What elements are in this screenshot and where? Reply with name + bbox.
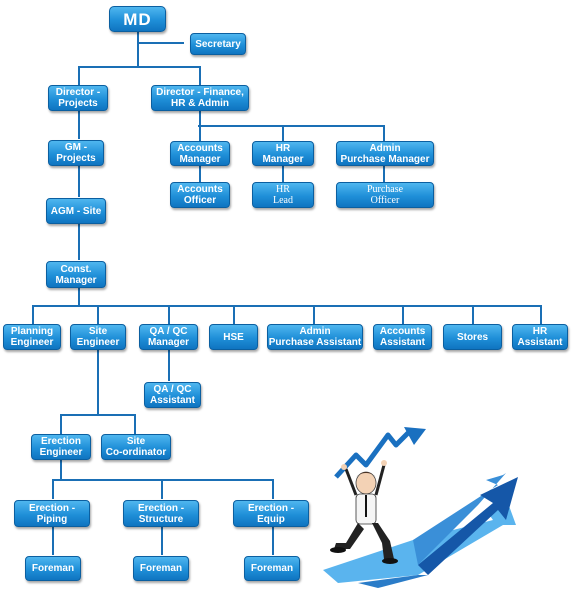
connector bbox=[78, 111, 80, 139]
connector bbox=[60, 414, 136, 416]
connector bbox=[282, 125, 284, 141]
node-foreman-2: Foreman bbox=[133, 556, 189, 581]
connector bbox=[161, 527, 163, 555]
connector bbox=[383, 166, 385, 182]
connector bbox=[60, 414, 62, 434]
connector bbox=[272, 479, 274, 499]
connector bbox=[138, 42, 184, 44]
node-const-manager: Const. Manager bbox=[46, 261, 106, 288]
businessman-icon bbox=[330, 460, 398, 564]
node-site-coordinator: Site Co-ordinator bbox=[101, 434, 171, 460]
node-foreman-3: Foreman bbox=[244, 556, 300, 581]
connector bbox=[168, 305, 170, 324]
connector bbox=[383, 125, 385, 141]
connector bbox=[78, 166, 80, 197]
connector bbox=[79, 66, 200, 68]
node-secretary: Secretary bbox=[190, 33, 246, 55]
connector bbox=[168, 350, 170, 381]
node-site-engineer: Site Engineer bbox=[70, 324, 126, 350]
connector bbox=[472, 305, 474, 324]
connector bbox=[199, 125, 201, 141]
connector bbox=[161, 479, 163, 499]
connector bbox=[199, 66, 201, 85]
connector bbox=[199, 110, 201, 126]
node-accounts-assistant: Accounts Assistant bbox=[373, 324, 432, 350]
node-hr-lead: HR Lead bbox=[252, 182, 314, 208]
connector bbox=[78, 66, 80, 85]
connector bbox=[32, 305, 34, 324]
node-erection-structure: Erection - Structure bbox=[123, 500, 199, 527]
node-director-projects: Director - Projects bbox=[48, 85, 108, 111]
node-foreman-1: Foreman bbox=[25, 556, 81, 581]
connector bbox=[32, 305, 542, 307]
connector bbox=[78, 287, 80, 306]
connector bbox=[272, 527, 274, 555]
connector bbox=[134, 414, 136, 434]
connector bbox=[97, 305, 99, 324]
connector bbox=[402, 305, 404, 324]
connector bbox=[198, 125, 384, 127]
connector bbox=[540, 305, 542, 324]
connector bbox=[282, 166, 284, 182]
node-hse: HSE bbox=[209, 324, 258, 350]
node-accounts-officer: Accounts Officer bbox=[170, 182, 230, 208]
node-qa-qc-assistant: QA / QC Assistant bbox=[144, 382, 201, 408]
node-planning-engineer: Planning Engineer bbox=[3, 324, 61, 350]
node-agm-site: AGM - Site bbox=[46, 198, 106, 224]
connector bbox=[233, 305, 235, 324]
node-hr-assistant: HR Assistant bbox=[512, 324, 568, 350]
connector bbox=[60, 460, 62, 480]
node-md: MD bbox=[109, 6, 166, 32]
node-erection-engineer: Erection Engineer bbox=[31, 434, 91, 460]
connector bbox=[52, 527, 54, 555]
node-admin-purchase-manager: Admin Purchase Manager bbox=[336, 141, 434, 166]
node-gm-projects: GM - Projects bbox=[48, 140, 104, 166]
growth-arrow-icon bbox=[323, 473, 518, 588]
connector bbox=[52, 479, 274, 481]
node-erection-piping: Erection - Piping bbox=[14, 500, 90, 527]
connector bbox=[52, 479, 54, 499]
node-admin-purchase-assistant: Admin Purchase Assistant bbox=[267, 324, 363, 350]
connector bbox=[97, 350, 99, 415]
node-hr-manager: HR Manager bbox=[252, 141, 314, 166]
node-purchase-officer: Purchase Officer bbox=[336, 182, 434, 208]
growth-illustration bbox=[323, 427, 518, 588]
node-qa-qc-manager: QA / QC Manager bbox=[139, 324, 198, 350]
connector bbox=[78, 224, 80, 260]
connector bbox=[313, 305, 315, 324]
node-accounts-manager: Accounts Manager bbox=[170, 141, 230, 166]
node-director-finance: Director - Finance, HR & Admin bbox=[151, 85, 249, 111]
node-stores: Stores bbox=[443, 324, 502, 350]
zigzag-arrow-icon bbox=[334, 427, 426, 479]
node-erection-equip: Erection - Equip bbox=[233, 500, 309, 527]
connector bbox=[137, 31, 139, 67]
connector bbox=[199, 166, 201, 182]
